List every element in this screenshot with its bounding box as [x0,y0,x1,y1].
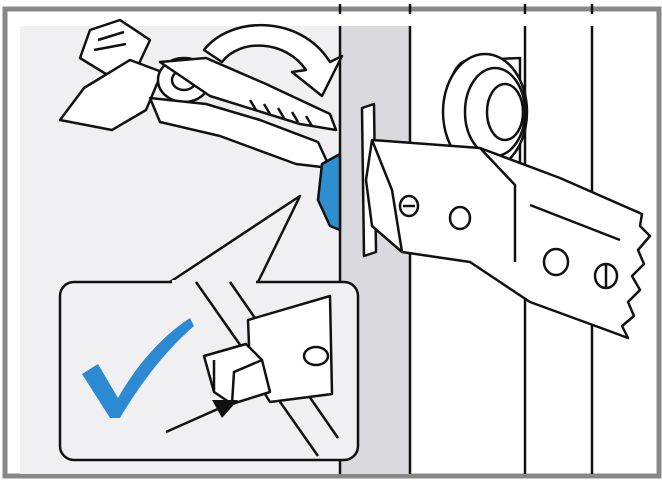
detail-inset [60,280,358,460]
